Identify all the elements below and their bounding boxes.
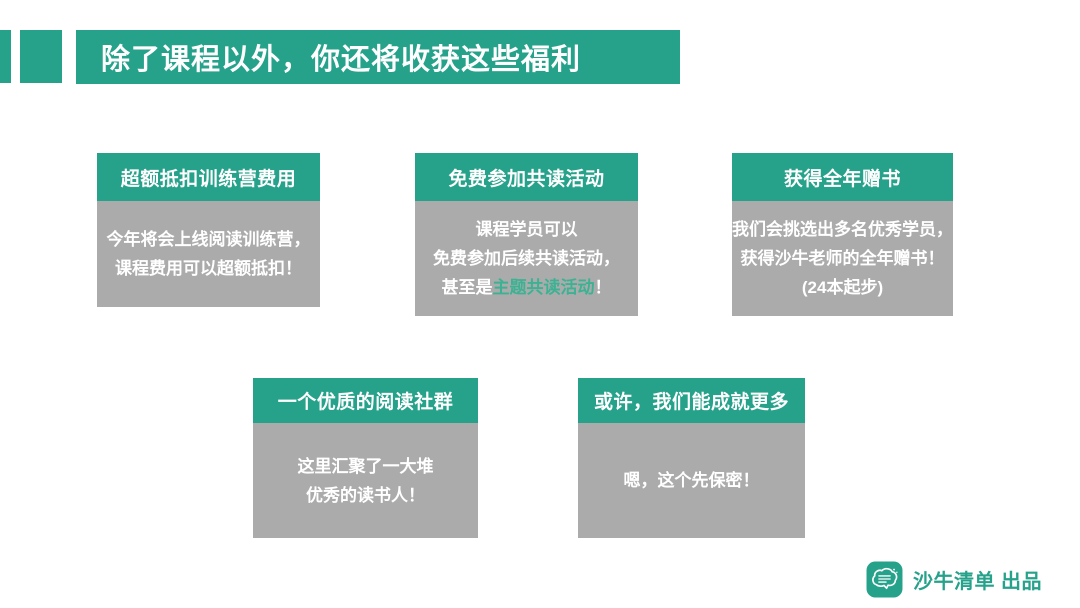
card-body-line: 优秀的读书人！: [306, 485, 425, 505]
card-body: 今年将会上线阅读训练营， 课程费用可以超额抵扣！: [97, 201, 320, 307]
card-title: 或许，我们能成就更多: [578, 378, 805, 423]
benefit-card-reading-community: 一个优质的阅读社群 这里汇聚了一大堆优秀的读书人！: [253, 378, 478, 538]
card-title: 超额抵扣训练营费用: [97, 153, 320, 201]
slide-title-banner: 除了课程以外，你还将收获这些福利: [76, 30, 680, 84]
card-title: 免费参加共读活动: [415, 153, 638, 201]
benefit-card-free-reading-events: 免费参加共读活动 课程学员可以免费参加后续共读活动， 甚至是主题共读活动！: [415, 153, 638, 316]
benefit-card-more-achievements: 或许，我们能成就更多 嗯，这个先保密！: [578, 378, 805, 538]
card-body: 嗯，这个先保密！: [578, 423, 805, 538]
highlighted-text: 主题共读活动: [492, 278, 595, 297]
card-body-line: 课程费用可以超额抵扣！: [115, 259, 302, 278]
card-body: 课程学员可以免费参加后续共读活动， 甚至是主题共读活动！: [415, 201, 638, 316]
benefit-card-yearly-free-books: 获得全年赠书 我们会挑选出多名优秀学员， 获得沙牛老师的全年赠书！ (24本起步): [732, 153, 953, 316]
card-body-line: (24本起步): [801, 278, 884, 297]
brand-footer: 沙牛清单 出品: [866, 561, 1042, 598]
card-title: 获得全年赠书: [732, 153, 953, 201]
card-body-line: 甚至是主题共读活动！: [441, 278, 612, 297]
accent-bar-square: [20, 30, 62, 83]
card-body-line: 免费参加后续共读活动，: [433, 249, 620, 268]
card-body-line: 获得沙牛老师的全年赠书！: [740, 249, 945, 268]
benefit-card-camp-fee-deduction: 超额抵扣训练营费用 今年将会上线阅读训练营， 课程费用可以超额抵扣！: [97, 153, 320, 307]
accent-bar-thin: [0, 30, 11, 83]
brain-chat-bubble-icon: [866, 561, 903, 598]
card-body-line: 我们会挑选出多名优秀学员，: [732, 220, 953, 239]
card-body: 这里汇聚了一大堆优秀的读书人！: [253, 423, 478, 538]
card-body-line: 嗯，这个先保密！: [623, 471, 760, 490]
brand-name: 沙牛清单 出品: [913, 571, 1043, 593]
card-body: 我们会挑选出多名优秀学员， 获得沙牛老师的全年赠书！ (24本起步): [732, 201, 953, 316]
card-body-line: 课程学员可以: [475, 220, 578, 239]
card-body-line: 今年将会上线阅读训练营，: [106, 230, 311, 249]
card-body-line: 这里汇聚了一大堆: [297, 456, 434, 476]
card-title: 一个优质的阅读社群: [253, 378, 478, 423]
page-title: 除了课程以外，你还将收获这些福利: [101, 44, 582, 76]
